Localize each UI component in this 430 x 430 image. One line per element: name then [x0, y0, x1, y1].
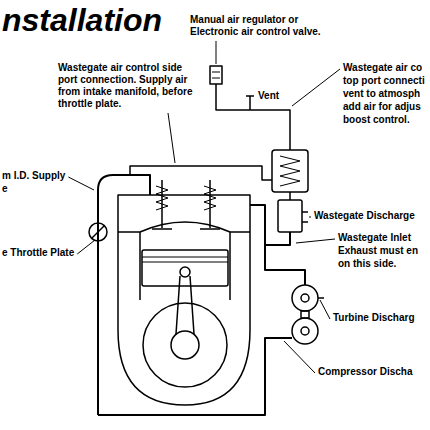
vent-line [246, 96, 254, 110]
intake-valve [152, 180, 172, 229]
crankshaft [143, 303, 227, 387]
turbine-outlet [318, 297, 324, 299]
wrist-pin [180, 267, 190, 277]
throttle-body [89, 223, 107, 241]
leader-line [309, 217, 311, 218]
leader-line [284, 341, 315, 373]
compressor-discharge-pipe [98, 338, 292, 415]
leader-line [168, 113, 175, 163]
side-port-line [130, 166, 272, 180]
cylinder-bore [140, 232, 230, 300]
wastegate-actuator [272, 150, 308, 192]
compressor-wheel [301, 327, 309, 335]
valve-spring [204, 186, 216, 210]
exhaust-pipe [250, 205, 290, 245]
callout-label: Turbine Discharg [333, 312, 415, 324]
wastegate-spring [280, 156, 300, 186]
leader-line [77, 240, 95, 254]
wastegate-stem [289, 192, 291, 200]
callout-label: Manual air regulator or Electronic air c… [190, 14, 330, 38]
piston-rings [142, 257, 228, 262]
top-port-line [216, 84, 290, 150]
combustion-chamber [140, 222, 230, 232]
leader-line [292, 69, 340, 106]
crank-journal [171, 331, 199, 359]
leader-line [68, 177, 94, 190]
callout-label: add air for adjus [343, 101, 421, 113]
callout-label: boost control. [343, 114, 410, 126]
callout-label: Wastegate air control side port connecti… [58, 62, 204, 110]
callout-label: Wastegate Discharge [314, 210, 415, 222]
valve-spring [156, 186, 168, 210]
regulator-detail [212, 72, 220, 78]
title: nstallation [2, 2, 162, 38]
callout-label: e [2, 183, 8, 195]
air-regulator [210, 66, 222, 84]
engine-block [118, 195, 250, 405]
callout-label: Vent [258, 90, 279, 102]
exhaust-to-turbine [265, 245, 305, 285]
compressor-housing [292, 318, 318, 344]
wastegate-discharge [302, 212, 308, 222]
callout-label: on this side. [338, 258, 396, 270]
connecting-rod [176, 276, 194, 334]
piston [142, 250, 228, 286]
turbo-shaft [301, 311, 309, 318]
callout-label: top port connecti [343, 75, 425, 87]
intake-pipe [98, 175, 150, 415]
leader-line [296, 239, 335, 243]
leader-line [216, 41, 217, 64]
callout-label: Wastegate Inlet [338, 232, 411, 244]
callout-label: Wastegate air co [343, 62, 422, 74]
callout-label: m I.D. Supply [2, 170, 65, 182]
callout-label: e Throttle Plate [2, 247, 74, 259]
leader-line [320, 300, 330, 319]
exhaust-valve [200, 180, 220, 229]
callout-label: Compressor Discha [318, 366, 412, 378]
callout-label: vent to atmosph [343, 88, 420, 100]
callout-label: Exhaust must en [338, 245, 418, 257]
throttle-plate [92, 226, 104, 238]
turbine-wheel [301, 294, 309, 302]
wastegate-valve-body [278, 200, 302, 232]
turbine-housing [292, 285, 318, 311]
